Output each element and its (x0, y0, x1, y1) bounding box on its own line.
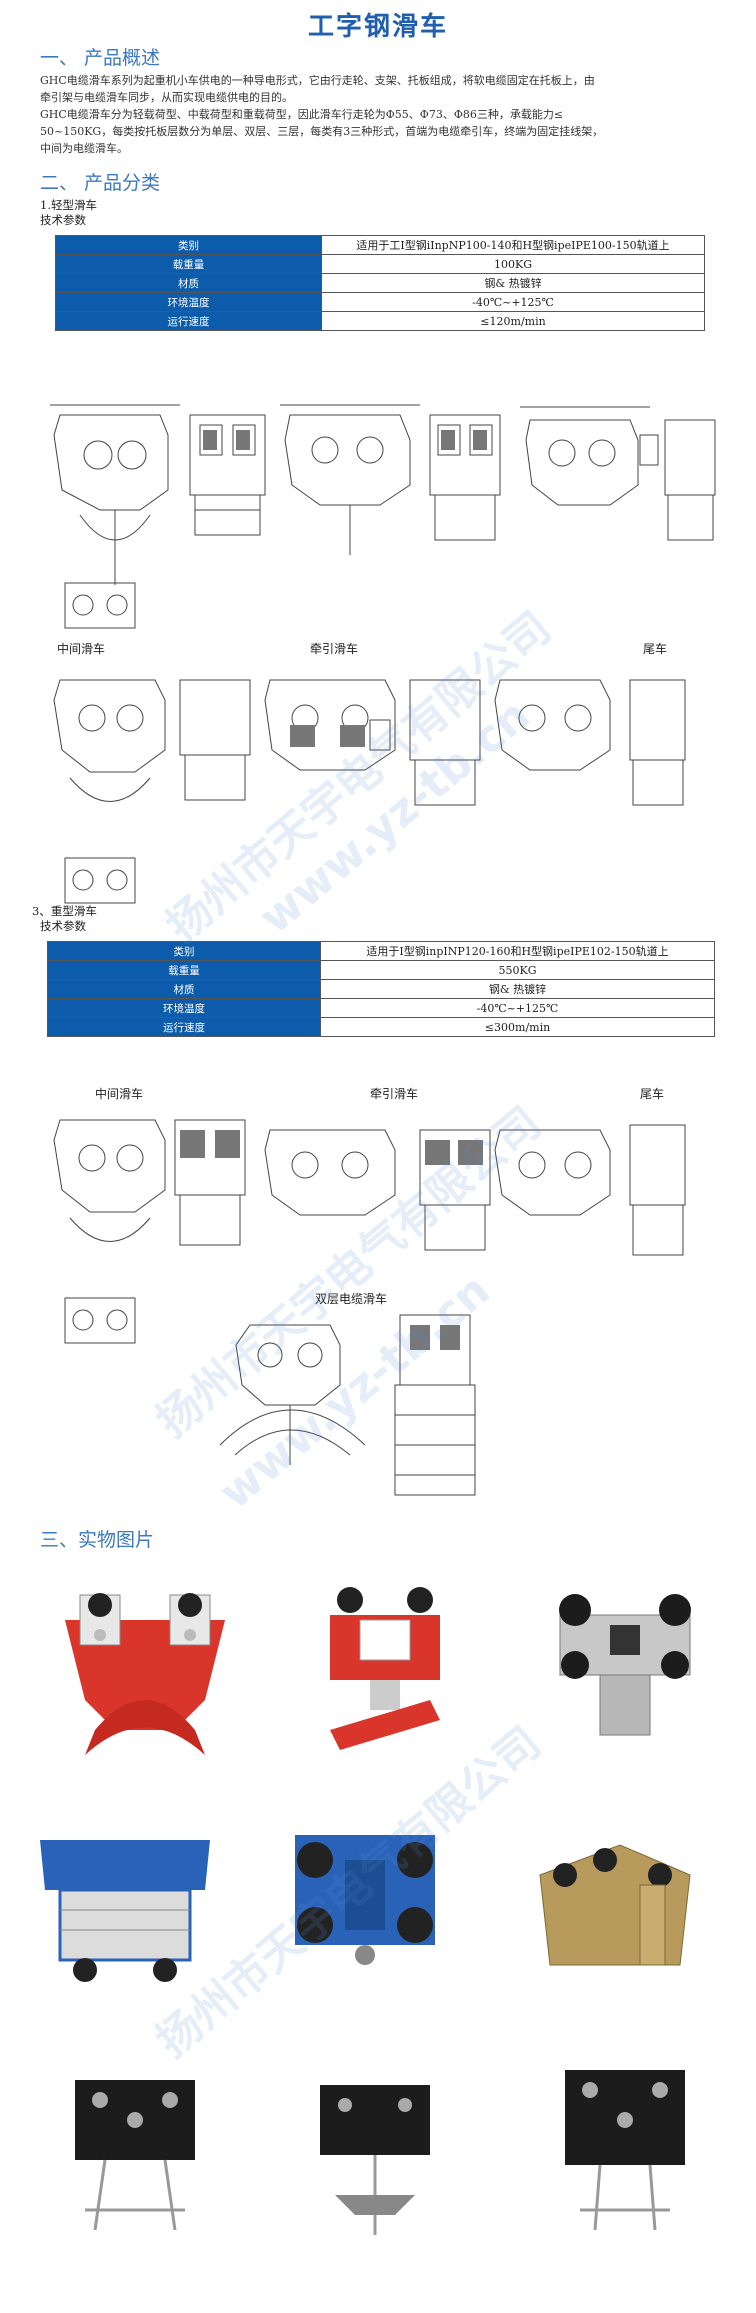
spec-key: 环境温度 (47, 998, 321, 1018)
spec-value: -40℃~+125℃ (320, 998, 715, 1018)
table-row: 类别适用于工I型钢iInpNP100-140和H型钢ipeIPE100-150轨… (55, 235, 705, 255)
label-tow-trolley: 牵引滑车 (370, 1087, 419, 1101)
spec-key: 类别 (47, 941, 321, 961)
photo-red-trolley-1 (65, 1593, 225, 1755)
light-drawing-bottom-view (64, 582, 136, 629)
overview-text: GHC电缆滑车系列为起重机小车供电的一种导电形式，它由行走轮、支架、托板组成，将… (40, 72, 740, 157)
table-row: 运行速度≤120m/min (55, 311, 705, 331)
light-spec-table: 类别适用于工I型钢iInpNP100-140和H型钢ipeIPE100-150轨… (55, 235, 705, 331)
double-layer-drawing (219, 1314, 476, 1496)
light-drawing-bottom-view-2 (64, 857, 136, 904)
light-drawings-row-1 (50, 404, 716, 585)
spec-key: 环境温度 (55, 292, 322, 312)
spec-key: 载重量 (55, 254, 322, 274)
spec-value: 钢& 热镀锌 (320, 979, 715, 999)
spec-value: 550KG (320, 960, 715, 980)
photo-blue-heavy-trolley (295, 1835, 435, 1965)
spec-key: 载重量 (47, 960, 321, 980)
heavy-spec-subheading: 技术参数 (40, 919, 86, 933)
spec-value: 适用于工I型钢iInpNP100-140和H型钢ipeIPE100-150轨道上 (321, 235, 705, 255)
spec-key: 类别 (55, 235, 322, 255)
spec-value: 100KG (321, 254, 705, 274)
overview-line: 中间为电缆滑车。 (40, 142, 128, 155)
table-row: 运行速度≤300m/min (47, 1017, 715, 1037)
label-double-layer-trolley: 双层电缆滑车 (315, 1292, 388, 1306)
label-middle-trolley: 中间滑车 (57, 642, 106, 656)
section-heading-photos: 三、实物图片 (40, 1529, 155, 1551)
table-row: 环境温度-40℃~+125℃ (47, 998, 715, 1018)
label-middle-trolley: 中间滑车 (95, 1087, 144, 1101)
heavy-spec-table: 类别适用于I型钢inpINP120-160和H型钢ipeIPE102-150轨道… (47, 941, 715, 1037)
label-end-trolley: 尾车 (640, 1087, 665, 1101)
spec-key: 运行速度 (47, 1017, 321, 1037)
overview-line: 50~150KG，每类按托板层数分为单层、双层、三层，每类有3三种形式，首端为电… (40, 125, 604, 138)
photo-steel-trolley (559, 1594, 691, 1736)
photo-black-trolley-2 (320, 2085, 430, 2235)
spec-value: ≤120m/min (321, 311, 705, 331)
spec-value: ≤300m/min (320, 1017, 715, 1037)
table-row: 材质钢& 热镀锌 (47, 979, 715, 999)
section-heading-classification: 二、 产品分类 (40, 172, 161, 194)
label-end-trolley: 尾车 (643, 642, 668, 656)
overview-line: 牵引架与电缆滑车同步，从而实现电缆供电的目的。 (40, 91, 293, 104)
heavy-trolley-heading: 3、重型滑车 (32, 904, 97, 918)
overview-line: GHC电缆滑车系列为起重机小车供电的一种导电形式，它由行走轮、支架、托板组成，将… (40, 74, 595, 87)
overview-line: GHC电缆滑车分为轻载荷型、中载荷型和重载荷型，因此滑车行走轮为Φ55、Φ73、… (40, 108, 564, 121)
spec-key: 材质 (55, 273, 322, 293)
section-heading-overview: 一、 产品概述 (40, 47, 161, 69)
spec-key: 材质 (47, 979, 321, 999)
photo-red-trolley-2 (330, 1587, 440, 1750)
table-row: 环境温度-40℃~+125℃ (55, 292, 705, 312)
page-title: 工字钢滑车 (307, 12, 448, 42)
light-spec-subheading: 技术参数 (40, 213, 86, 227)
heavy-drawings-row (53, 1119, 686, 1256)
light-trolley-heading: 1.轻型滑车 (40, 198, 97, 212)
spec-key: 运行速度 (55, 311, 322, 331)
photo-gold-trolley (539, 1844, 691, 1966)
light-drawings-row-2 (53, 679, 686, 806)
table-row: 材质钢& 热镀锌 (55, 273, 705, 293)
spec-value: -40℃~+125℃ (321, 292, 705, 312)
label-tow-trolley: 牵引滑车 (310, 642, 359, 656)
spec-value: 钢& 热镀锌 (321, 273, 705, 293)
table-row: 类别适用于I型钢inpINP120-160和H型钢ipeIPE102-150轨道… (47, 941, 715, 961)
spec-value: 适用于I型钢inpINP120-160和H型钢ipeIPE102-150轨道上 (320, 941, 715, 961)
photo-blue-tray-trolley (40, 1840, 210, 1982)
heavy-drawing-bottom-view (64, 1297, 136, 1344)
photo-black-trolley-3 (565, 2070, 685, 2231)
photo-black-trolley-1 (75, 2080, 195, 2231)
